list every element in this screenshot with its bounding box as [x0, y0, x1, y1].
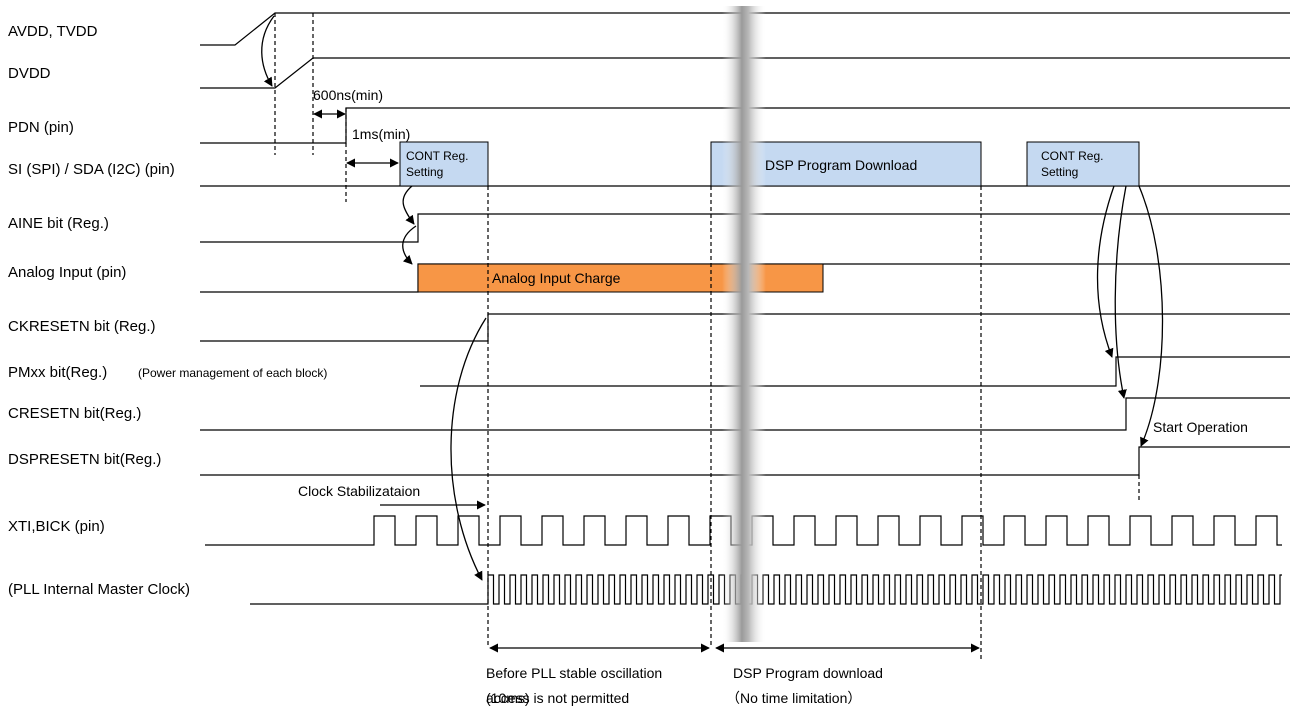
cont-reg-setting-box-1 [399, 141, 489, 187]
note-dsp-line1: DSP Program download [733, 665, 883, 681]
label-pll-clock: (PLL Internal Master Clock) [8, 581, 190, 598]
text-600ns-min: 600ns(min) [313, 87, 383, 103]
label-analog-input: Analog Input (pin) [8, 264, 126, 281]
cont-reg-setting-box-2 [1026, 141, 1140, 187]
note-pll-line3: (10ms) [486, 690, 530, 706]
label-avdd-tvdd: AVDD, TVDD [8, 23, 98, 40]
arrow-avdd-to-dvdd [261, 15, 275, 87]
cont-reg-box-2-line2: Setting [1041, 165, 1078, 179]
label-dvdd: DVDD [8, 65, 51, 82]
cont-reg-box-1-line1: CONT Reg. [406, 149, 468, 163]
wave-pll-clock [250, 574, 1282, 605]
arrow-aine-to-analog [402, 225, 417, 265]
note-pll-line1: Before PLL stable oscillation [486, 665, 662, 681]
wave-aine [200, 213, 1290, 243]
label-aine: AINE bit (Reg.) [8, 215, 109, 232]
label-pmxx: PMxx bit(Reg.) [8, 364, 107, 381]
time-break-bar [722, 6, 766, 642]
cont-reg-box-1-line2: Setting [406, 165, 443, 179]
arrow-ck-to-pll [450, 317, 487, 581]
wave-dspresetn [200, 446, 1290, 476]
text-1ms-min: 1ms(min) [352, 126, 410, 142]
dsp-download-box-label: DSP Program Download [765, 157, 917, 173]
label-cresetn: CRESETN bit(Reg.) [8, 405, 141, 422]
label-ckresetn: CKRESETN bit (Reg.) [8, 318, 156, 335]
label-dspresetn: DSPRESETN bit(Reg.) [8, 451, 161, 468]
cont-reg-box-2-line1: CONT Reg. [1041, 149, 1103, 163]
label-si-sda: SI (SPI) / SDA (I2C) (pin) [8, 161, 175, 178]
arrow-cont-to-pmxx [1096, 185, 1115, 358]
note-dsp-line2: （No time limitation） [726, 690, 861, 706]
arrow-cont-to-dspresetn [1138, 185, 1164, 447]
label-xti-bick: XTI,BICK (pin) [8, 518, 105, 535]
note-pll-line2: access is not permitted [486, 690, 629, 706]
text-clock-stabilization: Clock Stabilizataion [298, 483, 420, 499]
wave-pmxx [420, 356, 1290, 387]
arrow-cont-to-cresetn [1114, 185, 1127, 399]
wave-cresetn [200, 397, 1290, 431]
arrow-si-to-aine [402, 185, 415, 225]
analog-charge-label: Analog Input Charge [492, 270, 621, 286]
wave-avdd [200, 12, 1290, 46]
wave-dvdd [200, 57, 1290, 89]
label-pdn: PDN (pin) [8, 119, 74, 136]
text-start-operation: Start Operation [1153, 419, 1248, 435]
label-pmxx-note: (Power management of each block) [138, 366, 327, 380]
wave-xti-clock [205, 515, 1282, 546]
